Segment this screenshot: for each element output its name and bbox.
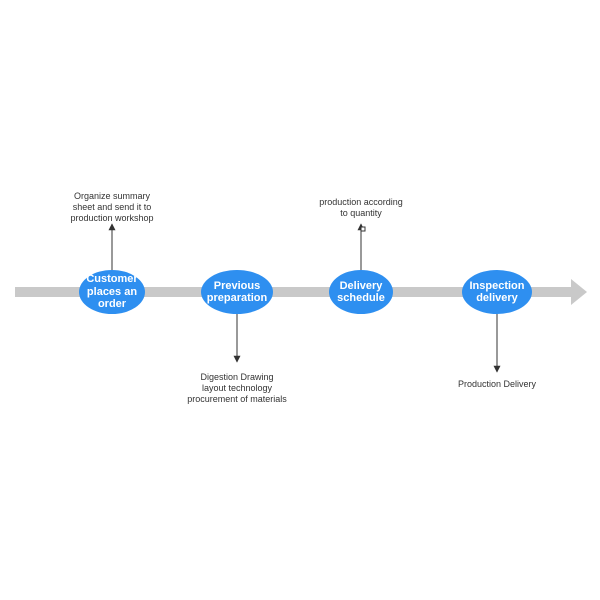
node-previous-preparation: Previous preparation [201,270,273,314]
node-inspection-delivery: Inspection delivery [462,270,532,314]
connector-handle [360,226,366,232]
note-customer-order: Organize summary sheet and send it to pr… [70,191,154,223]
timeline-arrow-head [571,279,587,305]
note-inspection-delivery: Production Delivery [457,379,537,389]
node-customer-order: Customer places an order [79,270,145,314]
note-delivery-schedule: production according to quantity [319,197,403,218]
note-previous-preparation: Digestion Drawing layout technology proc… [187,372,287,404]
timeline-bar [15,287,572,297]
node-delivery-schedule: Delivery schedule [329,270,393,314]
